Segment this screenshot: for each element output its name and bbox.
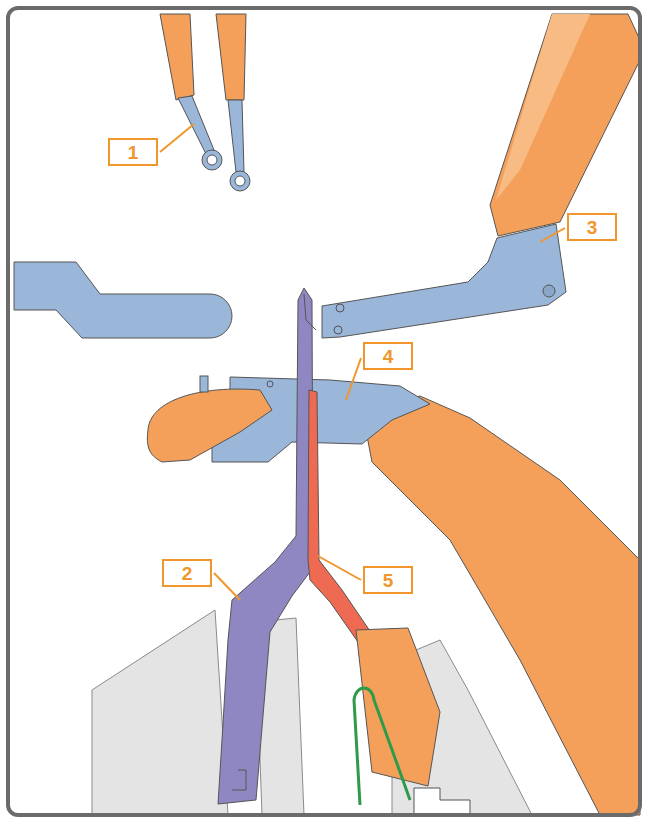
callout-number: 2: [182, 564, 193, 583]
callout-number: 5: [383, 571, 394, 590]
callout-number: 3: [587, 218, 598, 237]
callout-number: 4: [383, 347, 394, 366]
callout-box: 2: [162, 559, 212, 587]
callout-box: 5: [363, 566, 413, 594]
callout-box: 3: [567, 213, 617, 241]
callout-box: 1: [108, 138, 158, 166]
callout-box: 4: [363, 342, 413, 370]
callout-number: 1: [128, 143, 139, 162]
